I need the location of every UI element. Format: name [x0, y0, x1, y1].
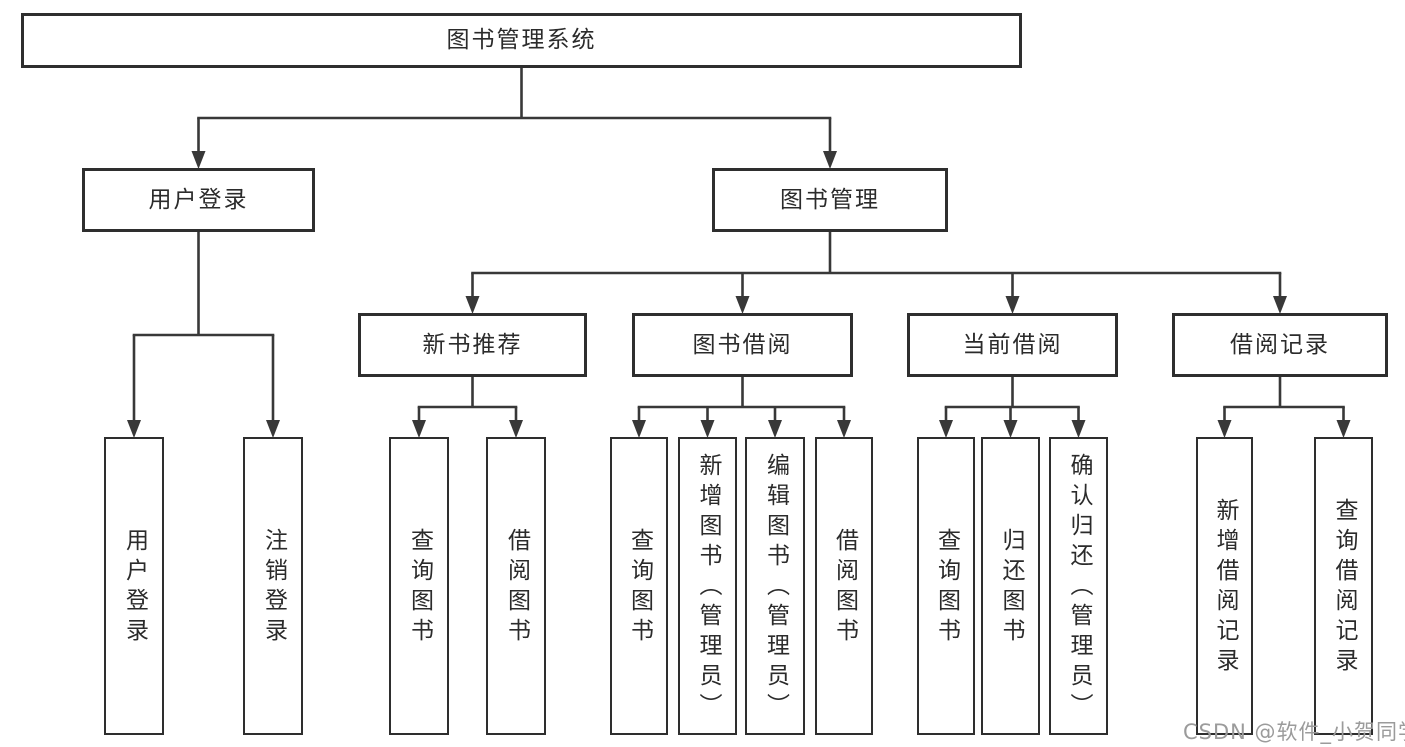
node-leaf-logout: 注销登录	[243, 437, 303, 735]
node-leaf-add-book-admin: 新增图书（管理员）	[678, 437, 737, 735]
csdn-watermark: CSDN @软件_小贺同学	[1183, 720, 1405, 744]
node-leaf-confirm-return-admin: 确认归还（管理员）	[1049, 437, 1108, 735]
node-current-borrowing: 当前借阅	[907, 313, 1118, 377]
node-leaf-query-borrow-record: 查询借阅记录	[1314, 437, 1373, 735]
node-borrowing-records: 借阅记录	[1172, 313, 1388, 377]
node-user-login: 用户登录	[82, 168, 315, 232]
node-leaf-query-books-2: 查询图书	[610, 437, 668, 735]
node-book-borrowing: 图书借阅	[632, 313, 853, 377]
node-leaf-borrow-books-1: 借阅图书	[486, 437, 546, 735]
node-leaf-user-login: 用户登录	[104, 437, 164, 735]
node-leaf-borrow-books-2: 借阅图书	[815, 437, 873, 735]
node-leaf-return-books: 归还图书	[981, 437, 1040, 735]
node-leaf-edit-book-admin: 编辑图书（管理员）	[745, 437, 805, 735]
node-leaf-query-books-1: 查询图书	[389, 437, 449, 735]
node-library-management-system: 图书管理系统	[21, 13, 1022, 68]
node-leaf-query-books-3: 查询图书	[917, 437, 975, 735]
node-leaf-add-borrow-record: 新增借阅记录	[1196, 437, 1253, 735]
node-book-management: 图书管理	[712, 168, 948, 232]
node-new-book-recommendation: 新书推荐	[358, 313, 587, 377]
